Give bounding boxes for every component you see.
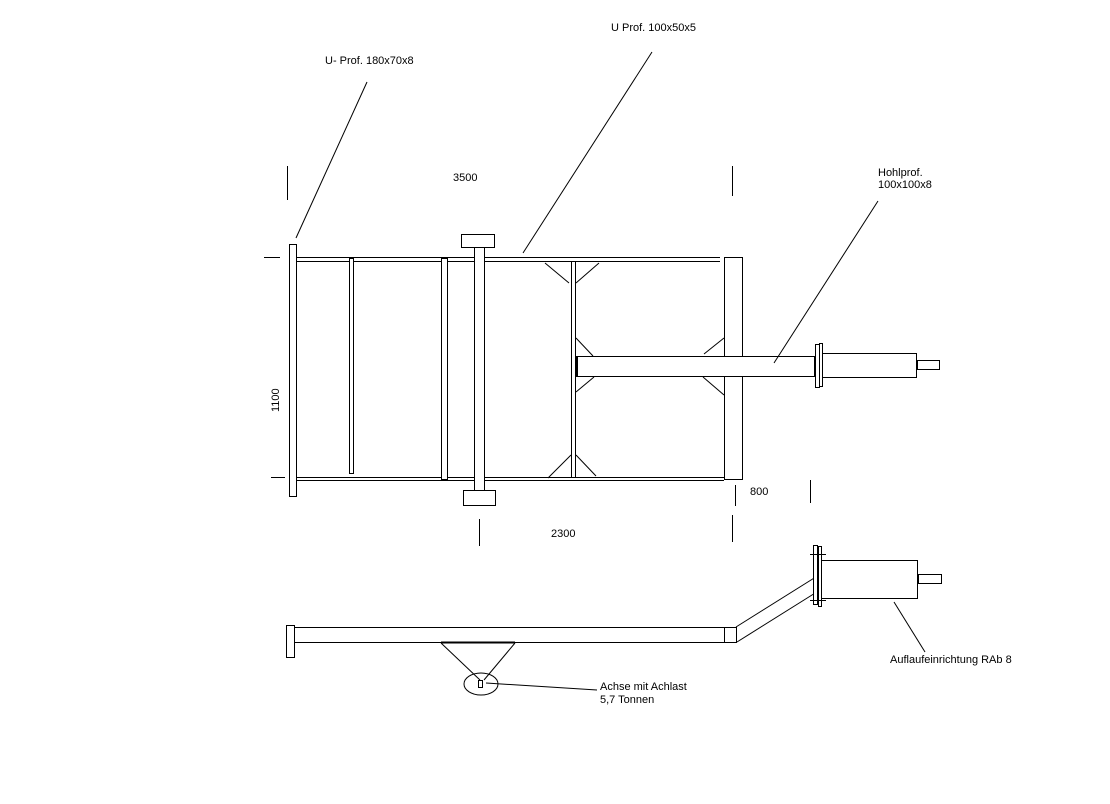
flange-1 bbox=[815, 344, 820, 388]
side-coupling-stub bbox=[918, 574, 942, 584]
axle-strut-left bbox=[440, 642, 481, 681]
dimension-length: 3500 bbox=[453, 172, 477, 184]
leader-axle bbox=[485, 682, 598, 691]
wheel-bottom bbox=[463, 490, 496, 506]
side-coupling-body bbox=[821, 560, 918, 599]
top-view: 3500 1100 800 2300 U- Prof. 180x70x8 U P… bbox=[264, 22, 940, 546]
axle-hub bbox=[478, 680, 483, 688]
leader-coupling bbox=[893, 601, 926, 653]
label-u-profile-main: U- Prof. 180x70x8 bbox=[325, 55, 414, 67]
wheel-top bbox=[461, 234, 495, 248]
crossmember-2 bbox=[441, 258, 448, 480]
leader-hollow-profile bbox=[773, 200, 879, 364]
leader-u-profile-main bbox=[295, 81, 368, 239]
label-hollow-profile-2: 100x100x8 bbox=[878, 179, 932, 191]
side-drawbar-bottom bbox=[736, 589, 821, 643]
side-flange-1 bbox=[813, 545, 818, 605]
gusset-braces bbox=[544, 262, 725, 479]
dimension-axle-distance: 2300 bbox=[551, 528, 575, 540]
label-u-profile-rail: U Prof. 100x50x5 bbox=[611, 22, 696, 34]
label-axle-2: 5,7 Tonnen bbox=[600, 694, 654, 706]
label-axle-1: Achse mit Achlast bbox=[600, 681, 687, 693]
front-crossmember bbox=[289, 244, 297, 497]
label-coupling: Auflaufeinrichtung RAb 8 bbox=[890, 654, 1012, 666]
side-beam-joint bbox=[724, 627, 737, 643]
crossmember-3 bbox=[571, 261, 576, 478]
drawbar bbox=[576, 356, 815, 377]
coupling-body bbox=[822, 353, 917, 378]
leader-u-profile-rail bbox=[522, 51, 653, 254]
label-hollow-profile-1: Hohlprof. bbox=[878, 167, 923, 179]
dimension-drawbar: 800 bbox=[750, 486, 768, 498]
dimension-lines bbox=[264, 166, 811, 546]
side-view: Achse mit Achlast 5,7 Tonnen Auflaufeinr… bbox=[286, 545, 1012, 706]
side-drawbar-top bbox=[735, 574, 820, 628]
side-front-end bbox=[286, 625, 295, 658]
axle bbox=[474, 247, 485, 492]
coupling-stub bbox=[917, 360, 940, 370]
crossmember-1 bbox=[349, 258, 354, 474]
dimension-width: 1100 bbox=[270, 388, 282, 412]
